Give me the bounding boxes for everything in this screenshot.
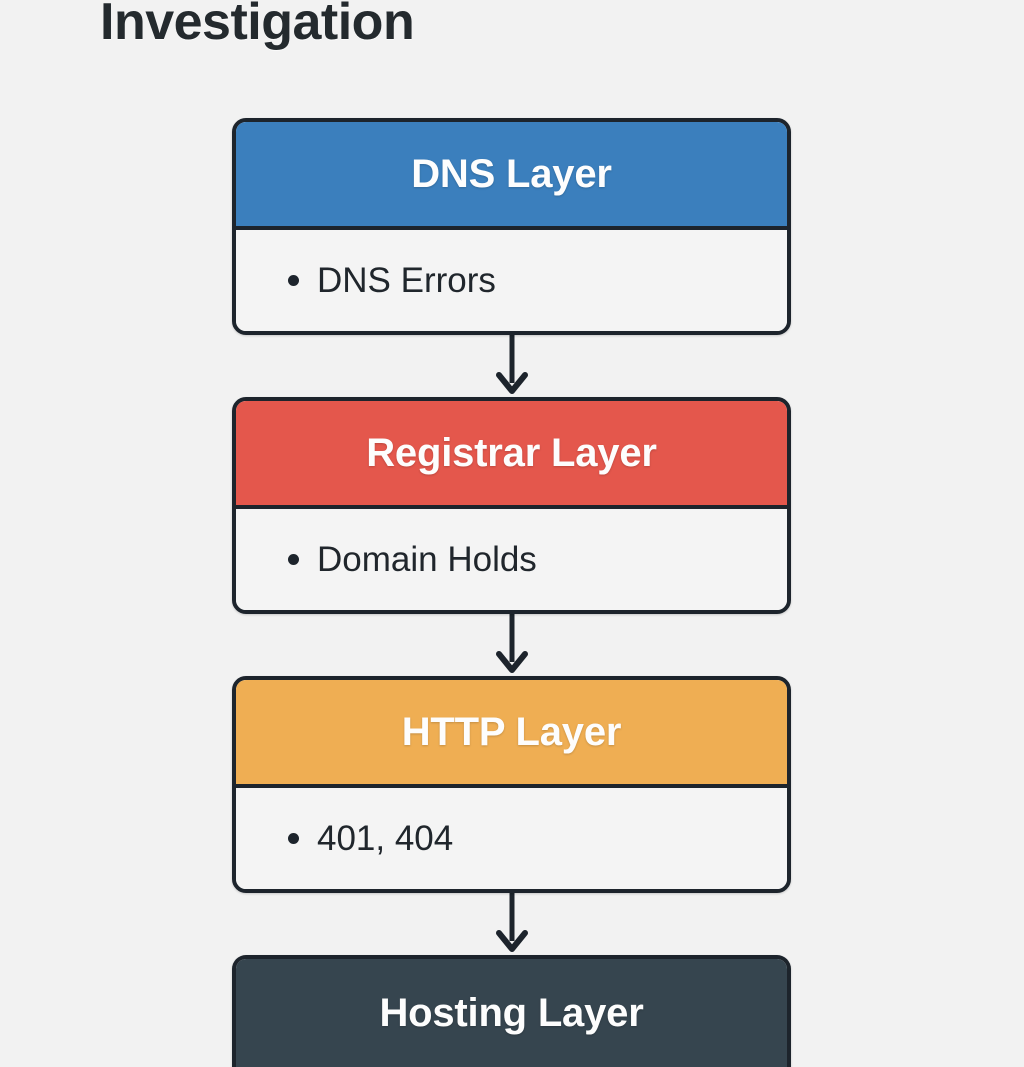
flow-node-body: DNS Errors	[236, 230, 787, 331]
flow-node-header: Hosting Layer	[236, 959, 787, 1067]
flow-node-registrar-layer[interactable]: Registrar Layer Domain Holds	[232, 397, 791, 614]
flow-node-title: HTTP Layer	[401, 709, 622, 754]
bullet-icon	[288, 275, 299, 286]
connector-arrow-2	[232, 614, 791, 676]
flow-node-dns-layer[interactable]: DNS Layer DNS Errors	[232, 118, 791, 335]
flow-node-header: HTTP Layer	[236, 680, 787, 788]
connector-arrow-1	[232, 335, 791, 397]
flowchart: DNS Layer DNS Errors Registrar Layer Dom…	[232, 118, 791, 1067]
flow-node-title: DNS Layer	[411, 151, 612, 196]
list-item-label: DNS Errors	[317, 260, 496, 300]
list-item: 401, 404	[288, 819, 787, 859]
flow-node-header: DNS Layer	[236, 122, 787, 230]
list-item: DNS Errors	[288, 261, 787, 301]
flow-node-body: Domain Holds	[236, 509, 787, 610]
flow-node-header: Registrar Layer	[236, 401, 787, 509]
list-item-label: 401, 404	[317, 818, 454, 858]
list-item: Domain Holds	[288, 540, 787, 580]
flow-node-title: Hosting Layer	[379, 990, 644, 1035]
bullet-icon	[288, 554, 299, 565]
flow-node-hosting-layer[interactable]: Hosting Layer	[232, 955, 791, 1067]
flow-node-http-layer[interactable]: HTTP Layer 401, 404	[232, 676, 791, 893]
flow-node-body: 401, 404	[236, 788, 787, 889]
connector-arrow-3	[232, 893, 791, 955]
page-title: Investigation	[100, 0, 415, 51]
bullet-icon	[288, 833, 299, 844]
flow-node-title: Registrar Layer	[366, 430, 657, 475]
list-item-label: Domain Holds	[317, 539, 537, 579]
